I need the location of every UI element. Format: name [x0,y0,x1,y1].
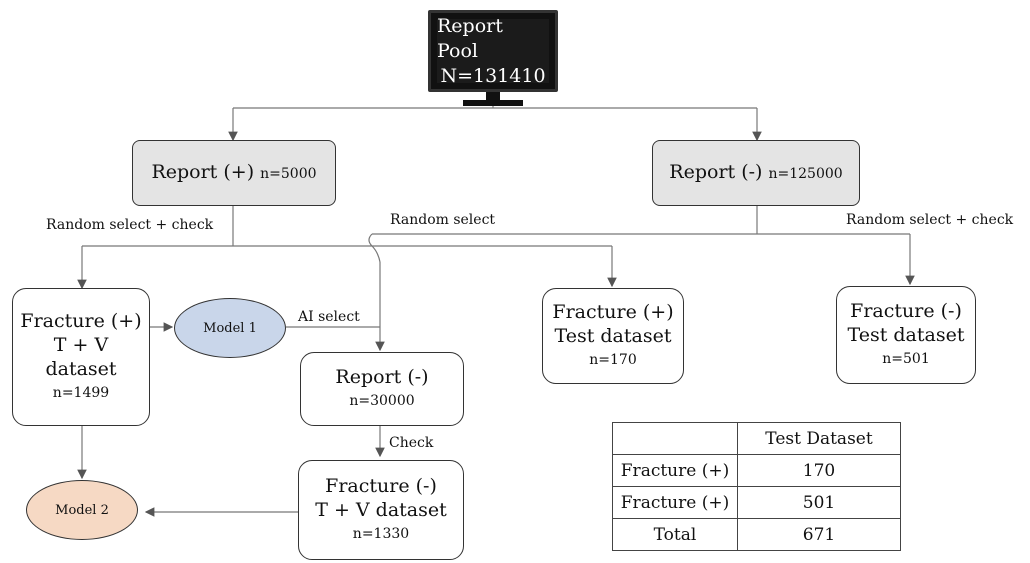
table-cell: Total [612,518,738,551]
report-positive-box: Report (+) n=5000 [132,140,336,206]
fracture-positive-test-count: n=170 [589,352,637,368]
fracture-positive-tv-count: n=1499 [52,385,110,401]
fracture-negative-tv-line2: T + V dataset [315,499,447,521]
monitor-stand [486,92,500,101]
report-positive-text: Report (+) n=5000 [151,160,316,186]
report-positive-title: Report (+) [151,161,255,183]
report-pool-count: N=131410 [440,64,546,87]
fracture-negative-test-box: Fracture (-) Test dataset n=501 [836,286,976,384]
table-row: Total 671 [612,518,901,551]
table-cell: 501 [737,486,901,519]
fracture-negative-test-line1: Fracture (-) [850,300,962,322]
model-1-label: Model 1 [203,320,257,336]
table-cell: 170 [737,454,901,487]
table-header-cell: Test Dataset [737,422,901,455]
ai-select-label: AI select [298,309,360,325]
model-2-node: Model 2 [26,480,138,540]
table-header-cell [612,422,738,455]
table-header-row: Test Dataset [612,422,901,455]
report-negative-sub-title: Report (-) [335,366,429,388]
report-negative-text: Report (-) n=125000 [669,160,842,186]
fracture-positive-test-line2: Test dataset [554,325,672,347]
table-cell: Fracture (+) [612,454,738,487]
report-pool-title: Report Pool [437,14,503,62]
report-pool-monitor: Report Pool N=131410 [428,10,558,92]
fracture-negative-tv-count: n=1330 [352,526,410,542]
table-row: Fracture (+) 170 [612,454,901,487]
model-2-label: Model 2 [55,502,109,518]
test-dataset-table: Test Dataset Fracture (+) 170 Fracture (… [612,422,901,551]
report-positive-count: n=5000 [260,166,317,182]
fracture-positive-test-line1: Fracture (+) [552,301,674,323]
random-select-label: Random select [390,212,496,228]
check-label: Check [389,435,434,451]
fracture-negative-tv-box: Fracture (-) T + V dataset n=1330 [298,460,464,560]
report-negative-sub-box: Report (-) n=30000 [300,352,464,426]
fracture-negative-tv-line1: Fracture (-) [325,475,437,497]
report-negative-sub-count: n=30000 [349,393,415,409]
fracture-positive-tv-box: Fracture (+) T + V dataset n=1499 [12,288,150,426]
random-select-check-left-label: Random select + check [46,217,214,233]
fracture-positive-tv-line3: dataset [45,358,117,380]
fracture-negative-test-count: n=501 [882,351,930,367]
report-negative-title: Report (-) [669,161,763,183]
report-negative-box: Report (-) n=125000 [652,140,860,206]
monitor-base [463,100,523,106]
report-negative-count: n=125000 [768,166,843,182]
table-row: Fracture (+) 501 [612,486,901,519]
model-1-node: Model 1 [174,298,286,358]
fracture-positive-tv-line2: T + V [53,334,109,356]
fracture-positive-tv-line1: Fracture (+) [20,310,142,332]
fracture-negative-test-line2: Test dataset [847,324,965,346]
table-cell: 671 [737,518,901,551]
fracture-positive-test-box: Fracture (+) Test dataset n=170 [542,288,684,384]
table-cell: Fracture (+) [612,486,738,519]
random-select-check-right-label: Random select + check [846,212,1014,228]
